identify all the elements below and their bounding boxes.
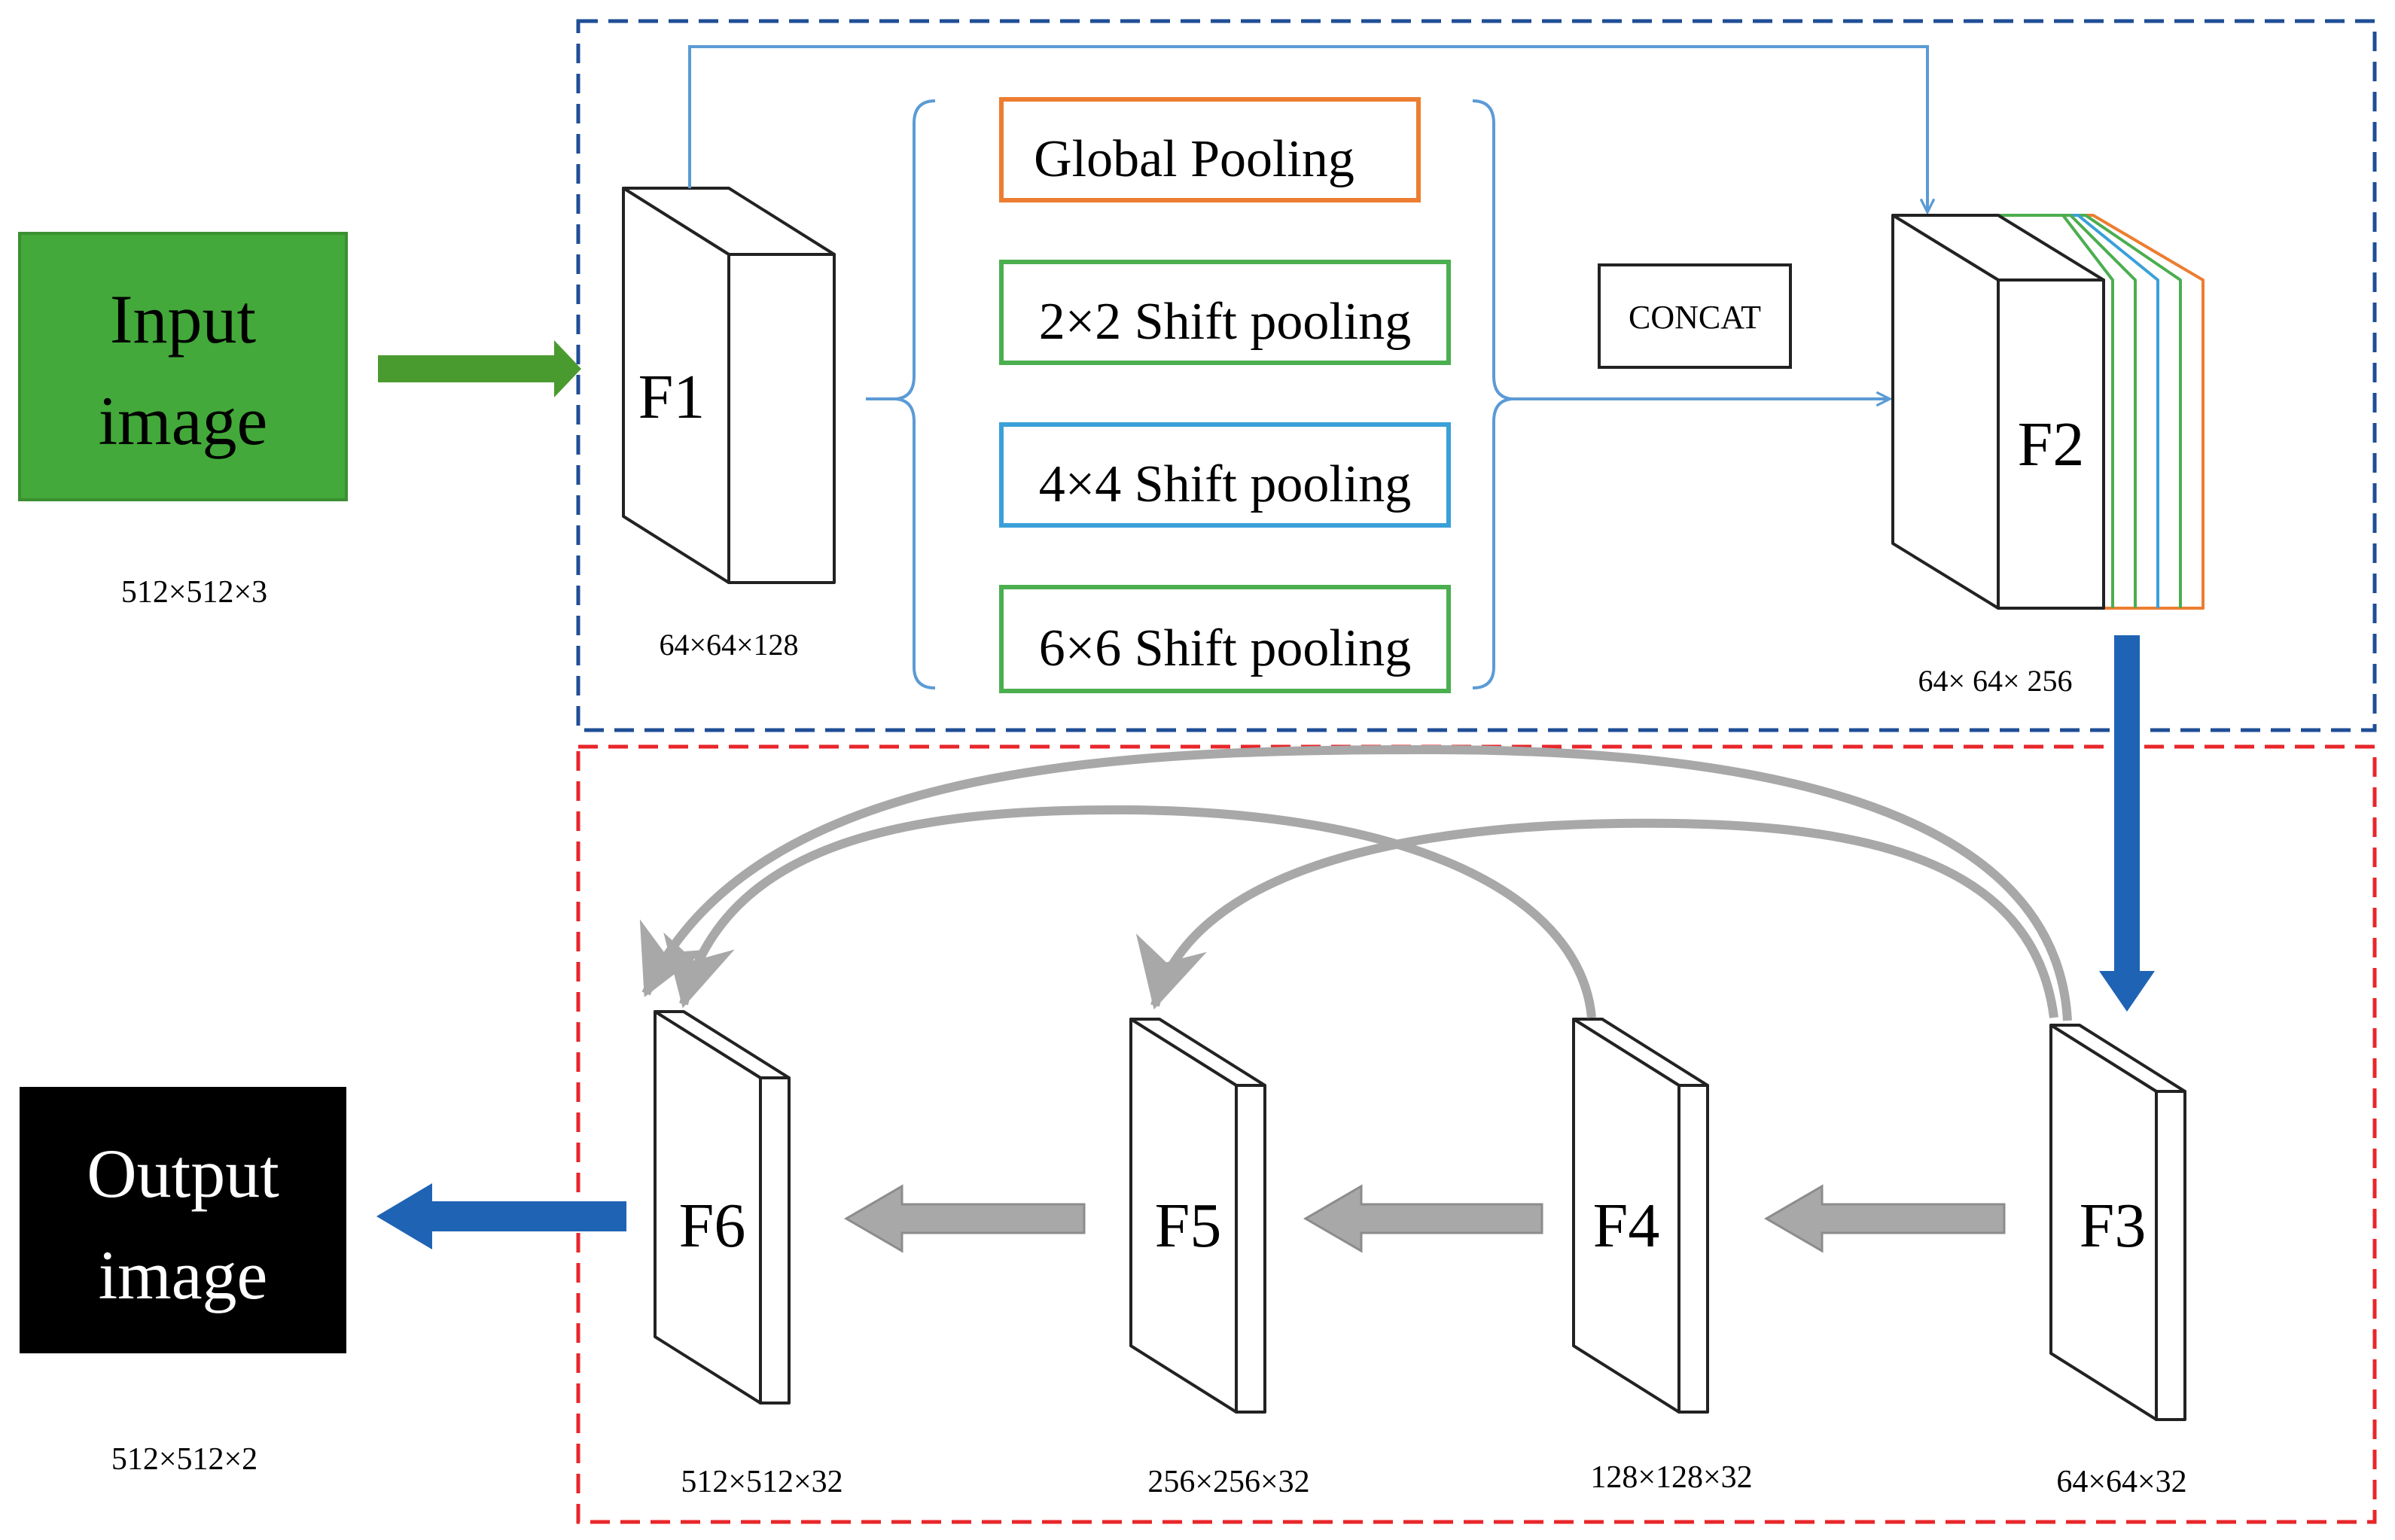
f4-to-f5-arrow (1303, 1184, 1543, 1253)
pooling-branch-2x2: 2×2 Shift pooling (999, 260, 1451, 365)
input-image-block: Input image (18, 232, 348, 501)
f4-to-f6-skip-connection (663, 805, 1596, 1018)
pooling-branch-6x6: 6×6 Shift pooling (999, 585, 1451, 693)
pooling-branch-4x4-label: 4×4 Shift pooling (1039, 455, 1412, 513)
f2-dims: 64× 64× 256 (1918, 664, 2072, 698)
pooling-branch-global-label: Global Pooling (1034, 130, 1354, 188)
output-dims: 512×512×2 (111, 1442, 257, 1477)
f3-to-f4-arrow (1764, 1184, 2006, 1253)
f3-dims: 64×64×32 (2056, 1465, 2186, 1499)
f3-label: F3 (2080, 1191, 2147, 1261)
f3-feature-map (2049, 1024, 2186, 1421)
output-image-block: Output image (20, 1087, 346, 1353)
pooling-branch-4x4: 4×4 Shift pooling (999, 422, 1451, 528)
input-label-line1: Input (110, 281, 257, 358)
f4-feature-map (1572, 1018, 1709, 1414)
f4-label: F4 (1593, 1191, 1660, 1261)
concat-box: CONCAT (1598, 263, 1792, 369)
pooling-module-frame (576, 19, 2377, 732)
f6-feature-map (654, 1010, 791, 1405)
input-to-f1-arrow (378, 340, 581, 397)
pooling-branch-6x6-label: 6×6 Shift pooling (1039, 619, 1412, 677)
right-brace (1472, 99, 1513, 689)
f6-to-output-arrow (376, 1183, 626, 1249)
output-label-line1: Output (87, 1135, 279, 1212)
f5-feature-map (1129, 1018, 1266, 1414)
f1-label: F1 (638, 362, 705, 432)
input-label-line2: image (99, 382, 268, 459)
left-brace (895, 99, 936, 689)
f2-to-f3-arrow (2099, 635, 2155, 1012)
pooling-branch-global: Global Pooling (999, 97, 1421, 202)
f6-dims: 512×512×32 (681, 1465, 843, 1499)
concat-label: CONCAT (1629, 299, 1761, 336)
f3-to-f6-skip-connection (639, 744, 2072, 1021)
f5-label: F5 (1155, 1191, 1222, 1261)
f1-dims: 64×64×128 (659, 628, 798, 662)
pooling-branch-2x2-label: 2×2 Shift pooling (1039, 293, 1412, 351)
f2-feature-map (1891, 214, 2105, 610)
f5-to-f6-arrow (844, 1184, 1086, 1253)
f6-label: F6 (679, 1191, 746, 1261)
f2-concat-slabs (1958, 214, 2205, 610)
output-label-line2: image (99, 1237, 268, 1313)
f3-to-f5-skip-connection (1135, 818, 2058, 1018)
f1-feature-map (622, 187, 836, 584)
f1-to-f2-skip-connection (688, 45, 1927, 212)
f4-dims: 128×128×32 (1590, 1460, 1752, 1495)
input-dims: 512×512×3 (121, 575, 267, 610)
f2-label: F2 (2018, 409, 2085, 479)
decoder-module-frame (576, 744, 2377, 1524)
f5-dims: 256×256×32 (1147, 1465, 1309, 1499)
